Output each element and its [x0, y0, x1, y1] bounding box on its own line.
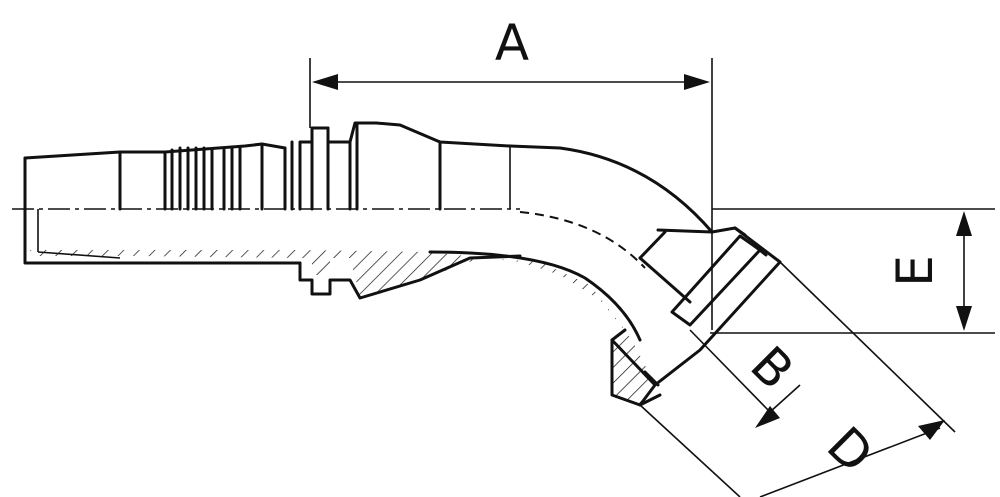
dimension-a-label: A — [495, 14, 529, 72]
dimension-d: D — [639, 261, 956, 497]
dimension-e: E — [710, 208, 995, 334]
shank-ribs — [163, 142, 287, 211]
fitting-outline — [23, 121, 782, 407]
section-hatch — [30, 250, 655, 405]
dimension-b: B — [689, 329, 805, 428]
dimension-e-label: E — [886, 255, 944, 287]
dimension-a: A — [309, 14, 713, 330]
dimension-d-label: D — [816, 416, 884, 484]
